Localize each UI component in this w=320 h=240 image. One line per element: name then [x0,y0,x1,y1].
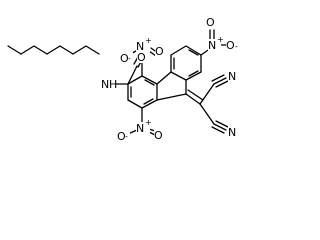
left-benzene-ring [127,75,158,109]
right-benzene-ring [170,45,202,81]
nitro-top-o-double-label: O [206,16,215,29]
nitro-left-o-single-label: O [120,52,129,65]
fluorene-core [156,71,187,101]
nitro-top-n-label: N [208,39,216,52]
nitro-bottom-plus-label: + [145,118,152,127]
nitrile-upper-n-label: N [228,70,236,83]
amide-o-label: O [137,51,146,64]
nitro-bottom-o-double-label: O [154,129,163,142]
chemical-structure-diagram: N H O O N + O - O - N + O N + O - O N N [7,16,238,143]
nitro-top-minus-label: - [235,42,238,51]
nitro-left-minus-label: - [128,54,131,63]
nitrile-lower-n-label: N [228,126,236,139]
nitro-left-plus-label: + [145,36,152,45]
nitro-bottom-n-label: N [136,122,144,135]
nitro-bottom-minus-label: - [125,132,128,141]
heptyl-chain [7,45,100,55]
nitro-bottom-o-single-label: O [117,130,126,143]
amide-n-label: N [101,78,109,91]
nitro-left-n-label: N [136,40,144,53]
nitro-top-o-single-label: O [226,39,235,52]
amide-h-label: H [109,78,117,91]
nitro-top-plus-label: + [217,35,224,44]
dicyanomethylene-group [185,74,229,134]
nitro-left-o-double-label: O [155,45,164,58]
